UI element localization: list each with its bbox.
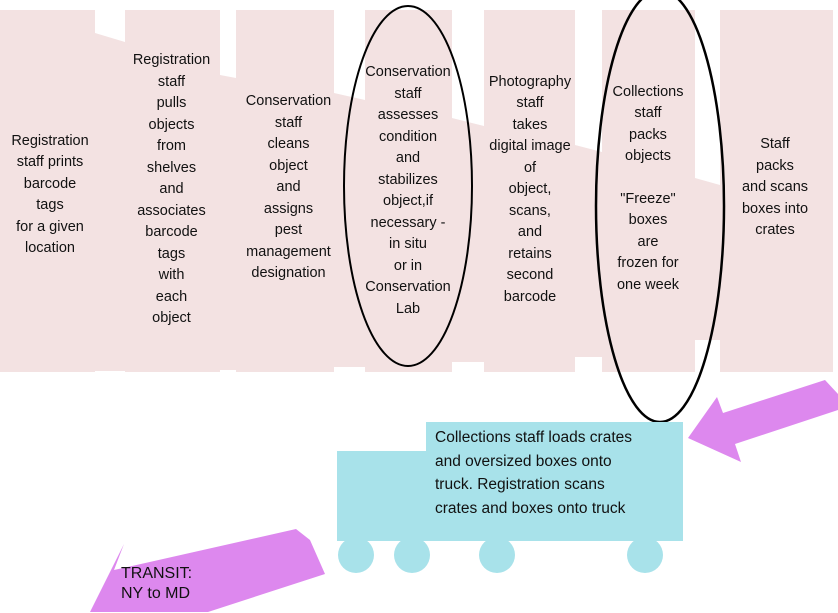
arrow-band-shape	[0, 10, 833, 372]
step-1-line: for a given	[16, 218, 84, 235]
step-4-line: staff	[394, 85, 422, 102]
truck-label-line: and oversized boxes onto	[435, 452, 612, 470]
step-5-line: staff	[516, 95, 544, 112]
step-4-line: Lab	[395, 300, 421, 317]
truck-label-line: truck. Registration scans	[435, 476, 605, 493]
truck-wheel	[479, 537, 515, 573]
highlight-ellipse-conservation	[343, 5, 473, 367]
step-1-line: staff prints	[16, 154, 84, 170]
step-1-line: barcode	[23, 175, 77, 192]
transit-label-line: TRANSIT:	[121, 565, 193, 582]
step-3-line: Conservation	[245, 93, 332, 110]
step-3-line: management	[246, 243, 331, 260]
step-4-line: and	[395, 150, 421, 166]
step-7-line: and scans	[741, 179, 809, 196]
step-4-text: Conservation staff assesses condition an…	[353, 60, 463, 322]
step-3-line: assigns	[263, 200, 314, 217]
step-7-line: crates	[755, 222, 795, 239]
step-6-line: "Freeze"	[620, 190, 676, 207]
step-4-line: or in	[393, 257, 423, 274]
step-6-line: Collections	[612, 83, 684, 100]
step-5-line: object,	[508, 181, 552, 198]
step-2-line: objects	[148, 116, 195, 133]
step-2-text: Registration staff pulls objects from sh…	[124, 50, 219, 330]
step-3-text: Conservation staff cleans object and ass…	[237, 90, 340, 286]
truck-wheel	[627, 537, 663, 573]
step-2-line: pulls	[156, 95, 187, 112]
step-2-line: barcode	[145, 224, 198, 241]
step-2-line: object	[152, 310, 191, 327]
step-2-line: shelves	[146, 159, 197, 176]
step-1-text: Registration staff prints barcode tags f…	[2, 30, 98, 360]
truck-cab	[337, 451, 426, 541]
step-3-line: cleans	[267, 136, 310, 153]
truck-wheel	[338, 537, 374, 573]
step-2-line: from	[157, 138, 186, 155]
step-6-line: are	[637, 233, 659, 250]
step-5-line: of	[523, 159, 537, 176]
step-7-line: packs	[756, 157, 794, 174]
step-2-line: with	[158, 267, 185, 284]
step-1-line: tags	[36, 197, 64, 213]
step-6-line: staff	[634, 105, 662, 122]
step-4-line: condition	[378, 128, 438, 145]
transit-arrow	[90, 529, 325, 612]
truck-wheel	[394, 537, 430, 573]
step-6-text: Collections staff packs objects "Freeze"…	[600, 80, 696, 298]
truck-label-line: crates and boxes onto truck	[435, 499, 626, 517]
step-3-line: and	[276, 179, 301, 196]
step-4-line: Conservation	[365, 279, 451, 295]
step-4-line: necessary -	[370, 214, 446, 231]
step-2-line: each	[155, 288, 188, 305]
step-6-line: one week	[616, 276, 680, 293]
step-6-line: objects	[625, 148, 671, 165]
step-6-line: frozen for	[617, 255, 679, 272]
step-3-line: pest	[274, 222, 303, 239]
step-5-line: Photography	[488, 73, 572, 90]
transit-label-line: NY to MD	[121, 585, 191, 602]
step-2-line: tags	[157, 245, 186, 262]
step-5-line: scans,	[509, 202, 551, 219]
step-5-line: digital image	[489, 138, 571, 155]
step-7-line: boxes into	[741, 200, 809, 217]
step-5-line: second	[506, 267, 554, 284]
step-5-text: Photography staff takes digital image of…	[478, 70, 582, 310]
step-6-line: packs	[629, 126, 667, 143]
step-2-line: and	[159, 181, 184, 198]
step-3-line: designation	[251, 265, 326, 282]
arrow-to-truck	[688, 380, 838, 462]
step-1-line: Registration	[11, 132, 89, 149]
step-2-line: staff	[157, 73, 186, 90]
transit-label: TRANSIT: NY to MD	[121, 564, 192, 604]
step-4-line: object,if	[383, 193, 433, 209]
step-5-line: takes	[512, 116, 548, 133]
step-5-line: retains	[508, 245, 552, 262]
step-4-line: assesses	[377, 107, 439, 123]
step-4-line: in situ	[389, 236, 427, 252]
step-4-line: Conservation	[365, 64, 451, 80]
step-3-line: staff	[274, 114, 303, 131]
step-5-line: and	[517, 224, 543, 241]
truck-label-line: Collections staff loads crates	[435, 429, 633, 446]
step-6-line: boxes	[628, 212, 668, 229]
step-5-line: barcode	[503, 288, 557, 305]
truck-label: Collections staff loads crates and overs…	[435, 426, 680, 520]
step-1-line: location	[25, 240, 75, 256]
highlight-ellipse-collections	[594, 0, 726, 424]
step-7-line: Staff	[760, 136, 790, 153]
step-2-line: Registration	[132, 52, 211, 69]
truck-trailer	[426, 422, 683, 541]
step-3-line: object	[269, 157, 308, 174]
step-4-line: stabilizes	[378, 171, 438, 188]
step-7-text: Staff packs and scans boxes into crates	[720, 132, 830, 244]
step-2-line: associates	[137, 202, 206, 219]
